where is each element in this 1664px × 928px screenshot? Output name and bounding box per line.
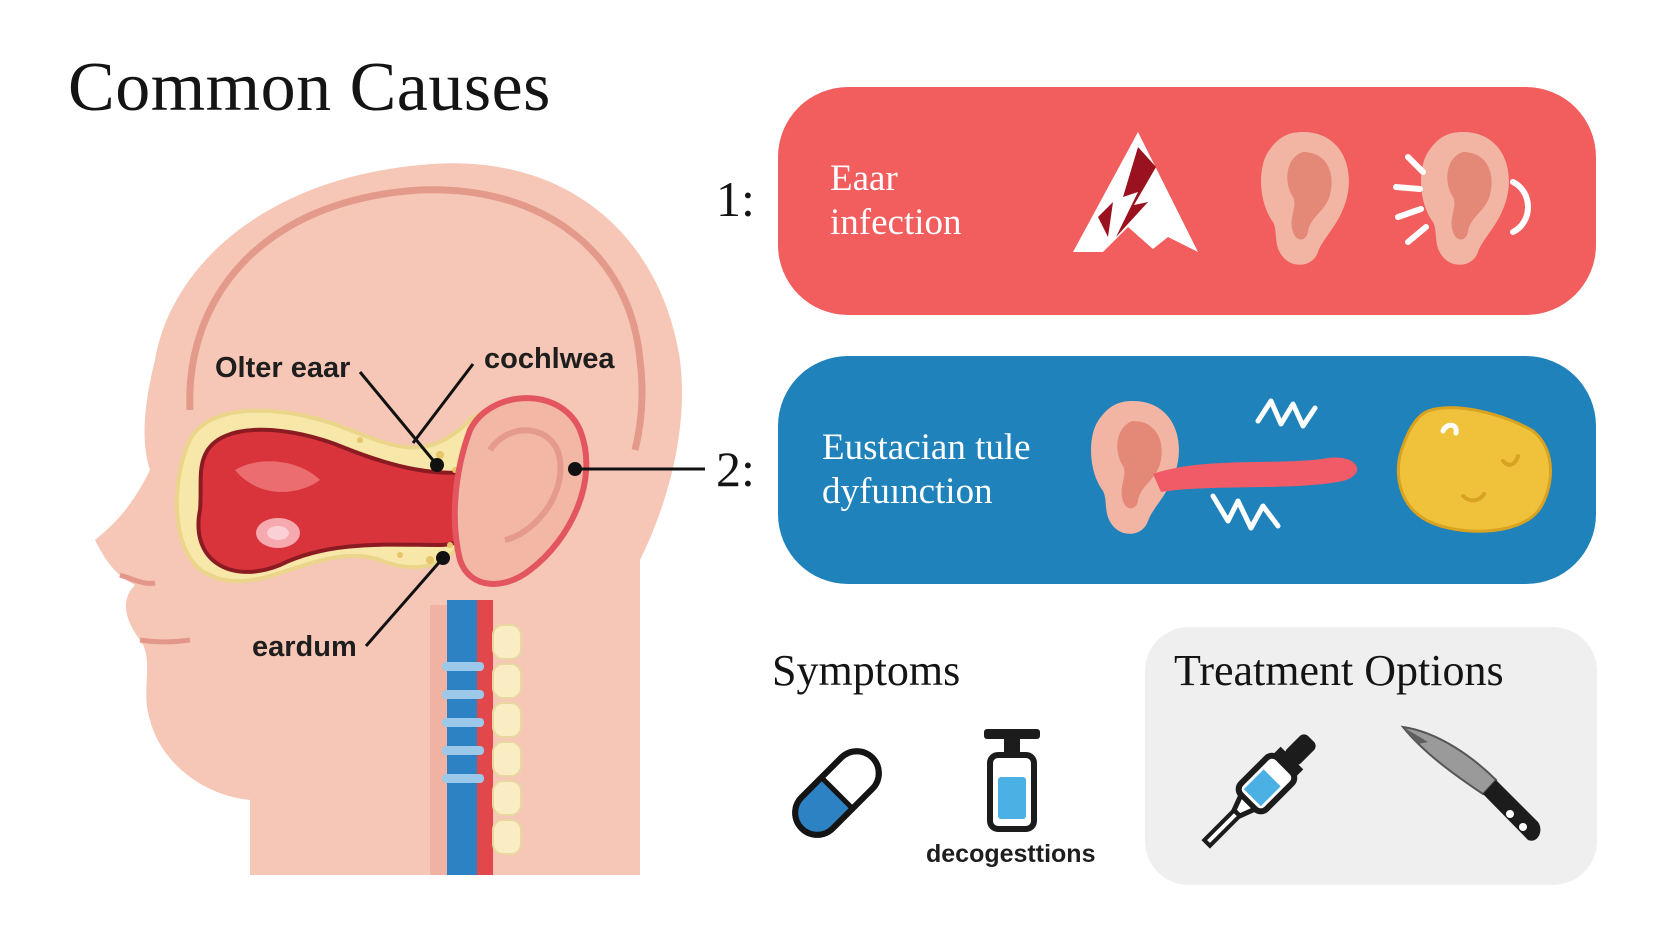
nose-line [119, 572, 156, 586]
cause-2-line2: dyfuınction [822, 471, 993, 512]
earwax-blob-icon [1396, 406, 1552, 533]
eardrum-leader [364, 557, 445, 647]
skull-outline [186, 186, 646, 451]
symptoms-caption: decogesttions [926, 840, 1096, 868]
symptoms-title: Symptoms [772, 646, 961, 695]
lightning-pain-icon [1073, 132, 1198, 252]
cause-2-number: 2: [716, 441, 755, 497]
scalpel-icon [1400, 725, 1541, 841]
capsule-icon [792, 748, 882, 838]
page-title: Common Causes [68, 49, 551, 126]
ear-tube-icon [1091, 398, 1358, 534]
outer-ear-leader [358, 371, 439, 466]
label-cochlea: cochlwea [484, 343, 615, 375]
cause-card-eustachian-tube: Eustacian tule dyfuınction [778, 356, 1596, 584]
cause-1-line2: infection [830, 202, 962, 243]
treatment-panel [1145, 627, 1597, 885]
treatment-title: Treatment Options [1174, 646, 1504, 695]
ear-sound-icon [1393, 132, 1531, 265]
ear-dropper-icon [1201, 734, 1316, 849]
label-eardrum: eardum [252, 631, 357, 663]
ear-icon [1261, 132, 1349, 265]
cause-1-number: 1: [716, 171, 755, 227]
label-outer-ear: Olter eaar [215, 352, 351, 384]
spinal-column [447, 600, 477, 875]
cochlea-leader [411, 363, 475, 444]
cause-1-line1: Eaar [830, 158, 898, 199]
spray-bottle-icon [984, 729, 1040, 832]
cause-card-ear-infection: Eaar infection [778, 87, 1596, 315]
lip-line [139, 637, 191, 645]
cause-2-line1: Eustacian tule [822, 427, 1031, 468]
